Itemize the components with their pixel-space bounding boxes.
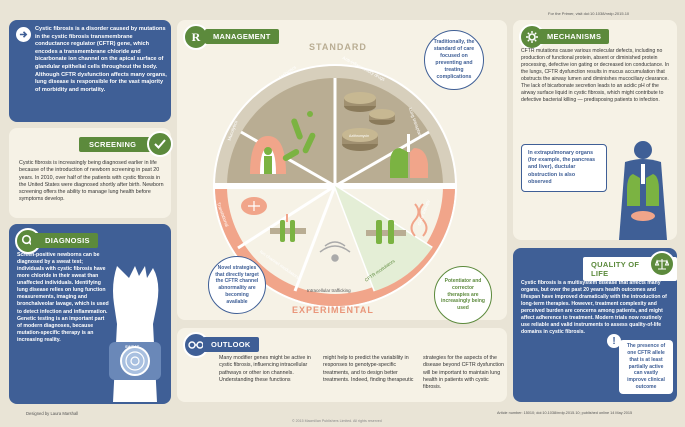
antibiotics-illustration [282, 111, 316, 161]
mechanisms-panel: MECHANISMS CFTR mutations cause various … [513, 20, 677, 240]
segment-trafficking: Intracellular trafficking [307, 288, 351, 293]
standard-label: STANDARD [309, 42, 367, 52]
rx-icon: R [183, 24, 209, 50]
primer-link[interactable]: For the Primer, visit doi:10.1038/nrdp.2… [548, 11, 630, 16]
body-organs-illustration [619, 141, 667, 240]
outlook-col-3: strategies for the aspects of the diseas… [423, 355, 504, 391]
cftr-allele-callout: The presence of one CFTR allele that is … [619, 340, 673, 394]
extrapulmonary-callout: In extrapulmonary organs (for example, t… [521, 144, 607, 192]
copyright-text: © 2015 Macmillan Publishers Limited. All… [292, 419, 382, 423]
checklist-icon [147, 131, 173, 157]
arrow-right-icon [16, 27, 31, 42]
outlook-panel: OUTLOOK Many modifier genes might be act… [177, 328, 507, 402]
screening-panel: SCREENING Cystic fibrosis is increasingl… [9, 128, 173, 218]
outlook-col-2: might help to predict the variability in… [323, 355, 414, 383]
diagnosis-panel: DIAGNOSIS Screen-positive newborns can b… [9, 224, 171, 404]
quality-text: Cystic fibrosis is a multisystem disease… [521, 280, 667, 336]
mucolytics-illustration [250, 136, 286, 174]
article-number: Article number: 15010; doi:10.1038/nrdp.… [497, 411, 633, 415]
novel-strategies-callout: Novel strategies that directly target th… [208, 256, 266, 314]
trafficking-illustration [319, 241, 351, 262]
ion-channel-illustration [270, 214, 306, 242]
sweat-test-watch-illustration [109, 266, 161, 402]
watch-label: SWEAT [125, 344, 140, 349]
intro-text: Cystic fibrosis is a disorder caused by … [35, 26, 167, 93]
translational-illustration [241, 197, 267, 215]
outlook-title: OUTLOOK [203, 337, 259, 352]
intro-panel: Cystic fibrosis is a disorder caused by … [9, 20, 171, 122]
outlook-col-1: Many modifier genes might be active in c… [219, 355, 311, 383]
pill-label: Azithromycin [349, 134, 370, 138]
screening-text: Cystic fibrosis is increasingly being di… [19, 160, 164, 203]
lungs-illustration [390, 134, 428, 178]
experimental-label: EXPERIMENTAL [292, 305, 374, 315]
screening-title: SCREENING [79, 137, 165, 152]
rx-symbol: R [191, 29, 201, 44]
quality-panel: QUALITY OF LIFE Cystic fibrosis is a mul… [513, 248, 677, 402]
credit-text: Designed by Laura Marshall [26, 411, 79, 416]
exclamation-icon: ! [607, 334, 621, 348]
cftr-channel-illustration [366, 220, 406, 244]
mechanisms-title: MECHANISMS [539, 29, 610, 44]
management-wheel [213, 64, 457, 308]
diagnosis-title: DIAGNOSIS [31, 233, 98, 248]
standard-care-callout: Traditionally, the standard of care focu… [424, 30, 484, 90]
gene-therapy-illustration [410, 203, 428, 237]
cftr-modulators-segment [335, 186, 432, 291]
potentiator-callout: Potentiator and corrector therapies are … [434, 266, 492, 324]
pills-illustration [342, 92, 395, 151]
diagnosis-text: Screen-positive newborns can be diagnose… [17, 252, 109, 343]
scales-icon [649, 251, 675, 277]
exclamation-symbol: ! [612, 335, 616, 347]
mechanisms-text: CFTR mutations cause various molecular d… [521, 48, 670, 104]
management-title: MANAGEMENT [205, 29, 279, 44]
